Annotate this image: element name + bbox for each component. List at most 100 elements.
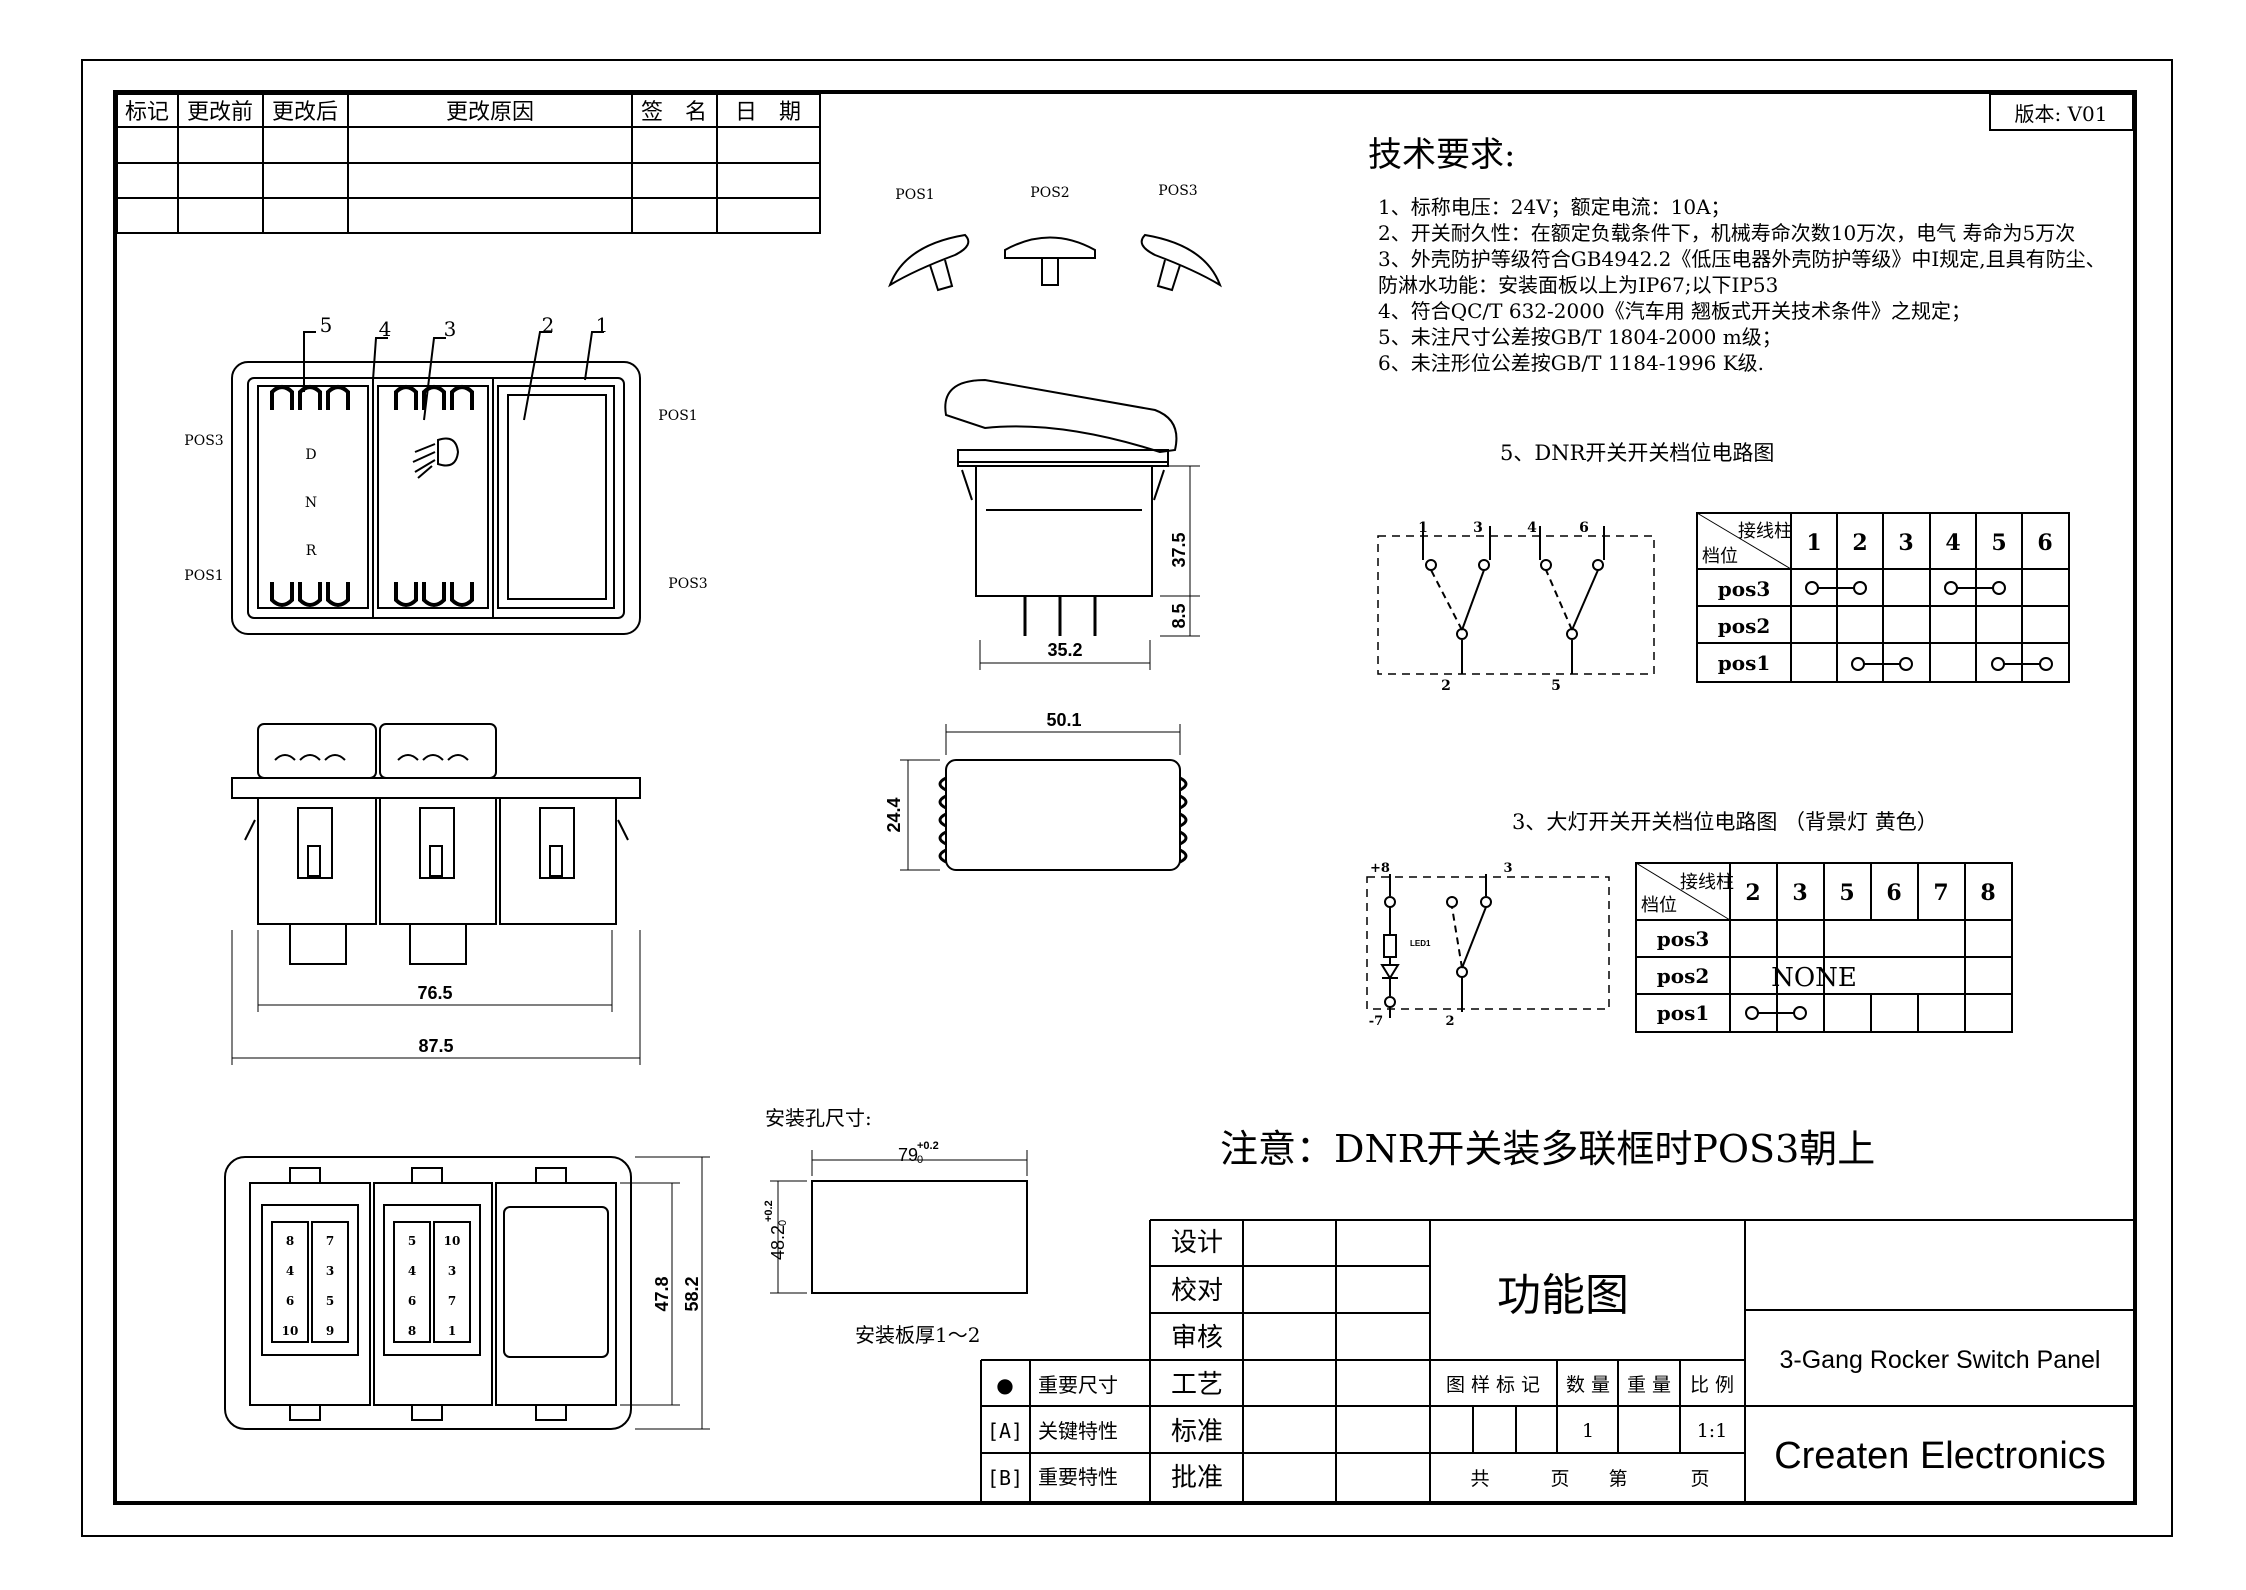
dnr-col-6: 6 <box>2037 530 2052 556</box>
legend-text-major: 重要特性 <box>1038 1465 1118 1489</box>
back-pin-l6: 5 <box>326 1294 334 1308</box>
light-row-pos2: pos2 <box>1657 964 1710 988</box>
dnr-conn-pos3-4 <box>1944 581 1958 595</box>
back-pin-l4: 3 <box>326 1264 334 1278</box>
light-conn-pos1-2 <box>1745 1006 1759 1020</box>
callout-1: 1 <box>596 313 609 337</box>
dnr-d: D <box>305 447 316 463</box>
dnr-r: R <box>306 543 317 559</box>
panel-side-view <box>231 723 641 1065</box>
dnr-row-pos3: pos3 <box>1718 577 1771 601</box>
rocker-pos1-icon <box>888 233 970 288</box>
dnr-col-1: 1 <box>1806 530 1821 556</box>
light-col-7: 7 <box>1933 880 1948 906</box>
cutout-height: 48.2 <box>768 1225 788 1260</box>
light-table <box>1635 862 2013 1033</box>
callout-2: 2 <box>542 313 555 337</box>
dim-back-h1: 47.8 <box>652 1276 672 1311</box>
role-review: 审核 <box>1171 1323 1223 1353</box>
dnr-table <box>1696 512 2070 683</box>
dnr-table-corner-bottom: 档位 <box>1702 546 1738 567</box>
tech-req-line-3: 3、外壳防护等级符合GB4942.2《低压电器外壳防护等级》中Ⅰ规定,且具有防尘… <box>1378 247 2106 271</box>
callout-3-leader <box>423 337 446 421</box>
tb-header-scale: 比 例 <box>1690 1374 1734 1396</box>
back-pin-r4: 3 <box>448 1264 456 1278</box>
rev-header-sign: 签 名 <box>641 100 707 125</box>
rocker-pos2-label: POS2 <box>1030 185 1069 201</box>
light-term-minus7: -7 <box>1369 1014 1383 1029</box>
role-approve: 批准 <box>1171 1463 1223 1493</box>
dnr-row-pos2: pos2 <box>1718 614 1771 638</box>
light-col-2: 2 <box>1745 880 1760 906</box>
light-circuit-title: 3、大灯开关开关档位电路图 （背景灯 黄色） <box>1512 810 1938 834</box>
light-term-plus8: +8 <box>1370 861 1390 876</box>
rocker-positions-figure <box>888 233 1222 292</box>
tb-qty: 1 <box>1582 1420 1594 1442</box>
callout-5: 5 <box>320 313 333 337</box>
dnr-col-3: 3 <box>1898 530 1913 556</box>
role-design: 设计 <box>1171 1228 1223 1258</box>
dnr-col-5: 5 <box>1991 530 2006 556</box>
legend-text-important: 重要尺寸 <box>1038 1373 1118 1397</box>
back-view <box>224 1156 710 1430</box>
callout-1-leader <box>584 331 604 381</box>
back-pin-r7: 8 <box>408 1324 416 1338</box>
assembly-note: 注意：DNR开关装多联框时POS3朝上 <box>1220 1127 1875 1171</box>
back-pin-r3: 4 <box>408 1264 416 1278</box>
light-term-3: 3 <box>1503 861 1512 876</box>
headlight-icon <box>437 437 460 467</box>
back-pin-r1: 5 <box>408 1234 416 1248</box>
light-table-corner-bottom: 档位 <box>1641 895 1677 916</box>
dim-side-height: 37.5 <box>1169 532 1189 567</box>
dim-top-width: 50.1 <box>1046 710 1081 730</box>
callout-4: 4 <box>379 317 392 341</box>
light-col-8: 8 <box>1980 880 1995 906</box>
dnr-term-2: 2 <box>1441 678 1451 694</box>
rev-header-reason: 更改原因 <box>446 100 534 125</box>
callout-4-leader <box>372 337 388 381</box>
cutout-height-tol-low: 0 <box>777 1220 789 1226</box>
side-view <box>944 378 1200 670</box>
version-box <box>1989 93 2134 131</box>
light-circuit-diagram <box>1366 874 1610 1018</box>
dnr-term-3: 3 <box>1473 520 1483 536</box>
dnr-circuit-title: 5、DNR开关开关档位电路图 <box>1500 441 1774 465</box>
dnr-term-1: 1 <box>1418 520 1428 536</box>
top-view <box>900 724 1188 871</box>
tb-header-qty: 数 量 <box>1566 1374 1610 1396</box>
dnr-circuit-diagram <box>1377 526 1655 675</box>
dnr-table-corner-top: 接线柱 <box>1738 521 1792 542</box>
back-pin-r2: 10 <box>444 1234 461 1248</box>
drawing-name: 功能图 <box>1497 1270 1629 1321</box>
back-pin-r5: 6 <box>408 1294 416 1308</box>
front-view <box>231 331 641 635</box>
cutout-height-tol: +0.2 <box>763 1200 775 1222</box>
dnr-conn-pos3-1 <box>1805 581 1819 595</box>
led-label: LED1 <box>1410 939 1431 948</box>
front-right-pos3: POS3 <box>668 576 707 592</box>
dnr-term-6: 6 <box>1579 520 1589 536</box>
cutout-figure <box>770 1150 1028 1294</box>
legend-sym-important: ● <box>996 1373 1013 1397</box>
cutout-panel-thickness: 安装板厚1～2 <box>855 1323 980 1347</box>
back-pin-l1: 8 <box>286 1234 294 1248</box>
light-pos2-none: NONE <box>1771 963 1857 993</box>
dim-outer-width: 87.5 <box>418 1036 453 1056</box>
version-label: 版本: V01 <box>2015 102 2108 126</box>
rocker-pos2-icon <box>1004 236 1096 259</box>
dnr-col-2: 2 <box>1852 530 1867 556</box>
tb-scale: 1:1 <box>1697 1420 1728 1442</box>
title-block <box>980 1219 2133 1501</box>
role-process: 工艺 <box>1171 1370 1223 1400</box>
product-name: 3-Gang Rocker Switch Panel <box>1780 1346 2101 1374</box>
rocker-pos1-label: POS1 <box>895 187 934 203</box>
light-row-pos3: pos3 <box>1657 927 1710 951</box>
light-row-pos1: pos1 <box>1657 1001 1710 1025</box>
outer-frame <box>81 59 2173 1537</box>
dnr-conn-pos1-5 <box>1991 657 2005 671</box>
tb-sheet-total: 共 <box>1470 1468 1489 1490</box>
callout-3: 3 <box>444 317 457 341</box>
rev-header-before: 更改前 <box>187 100 253 125</box>
dnr-col-4: 4 <box>1945 530 1960 556</box>
dnr-term-4: 4 <box>1527 520 1537 536</box>
